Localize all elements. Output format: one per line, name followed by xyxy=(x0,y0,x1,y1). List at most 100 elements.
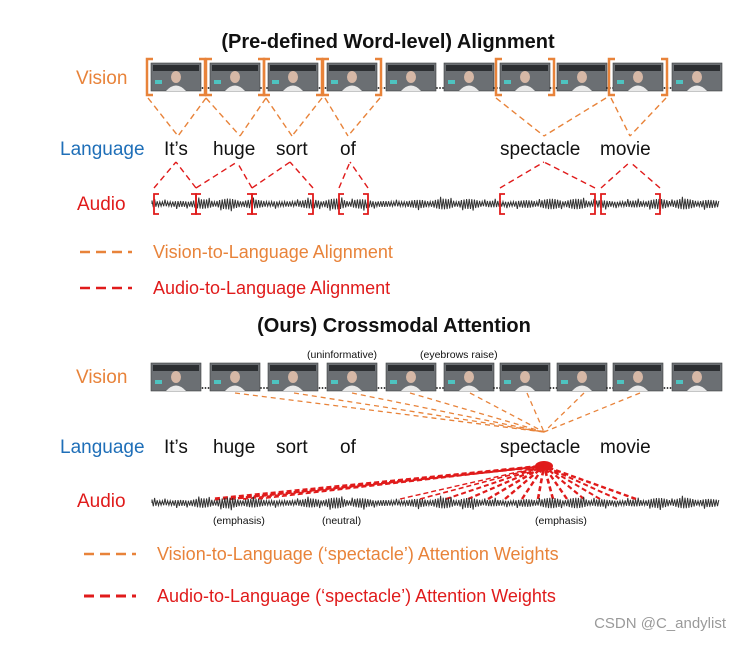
ellipsis-dot xyxy=(442,387,444,389)
frame-header-bar xyxy=(502,365,548,371)
ellipsis-dot xyxy=(260,87,262,89)
ellipsis-dot xyxy=(266,87,268,89)
person-shirt xyxy=(225,85,245,91)
audio-attention-line xyxy=(487,464,545,501)
person-head xyxy=(288,71,298,83)
video-frame xyxy=(443,62,495,92)
top-video-frames xyxy=(145,57,723,97)
audio-attention-line xyxy=(536,465,546,500)
ellipsis-dot xyxy=(436,387,438,389)
audio-alignment-line xyxy=(338,161,351,189)
person-shirt xyxy=(687,385,707,391)
ellipsis-dot xyxy=(260,387,262,389)
audio-bracket-left xyxy=(499,193,505,215)
person-head xyxy=(171,71,181,83)
person-head xyxy=(633,371,643,383)
frame-header-bar xyxy=(153,65,199,71)
bottom-word-huge: huge xyxy=(213,437,255,458)
vision-bracket-left xyxy=(607,57,615,97)
vision-alignment-line xyxy=(147,97,179,137)
top-word-of: of xyxy=(340,139,357,160)
vision-bracket-left xyxy=(321,57,329,97)
top-word-spectacle: spectacle xyxy=(500,139,580,160)
top-panel: (Pre-defined Word-level) Alignment Visio… xyxy=(60,31,723,298)
annotation-emphasis-1: (emphasis) xyxy=(213,515,265,527)
video-frame xyxy=(671,62,723,92)
ellipsis-dot xyxy=(377,387,380,389)
frame-logo-tag xyxy=(155,80,162,84)
ellipsis-dot xyxy=(383,87,386,89)
person-head xyxy=(406,371,416,383)
frame-logo-tag xyxy=(617,380,624,384)
bottom-legend-audio-text: Audio-to-Language (‘spectacle’) Attentio… xyxy=(157,586,556,606)
frame-logo-tag xyxy=(561,80,568,84)
audio-alignment-line xyxy=(499,161,545,189)
frame-header-bar xyxy=(559,65,605,71)
person-shirt xyxy=(166,85,186,91)
ellipsis-dot xyxy=(201,387,204,389)
top-audio-alignment-lines xyxy=(153,161,661,189)
ellipsis-dot xyxy=(663,87,666,89)
person-head xyxy=(230,371,240,383)
frame-logo-tag xyxy=(331,380,338,384)
video-frame xyxy=(326,362,378,392)
person-head xyxy=(406,71,416,83)
frame-header-bar xyxy=(559,365,605,371)
person-head xyxy=(347,71,357,83)
audio-bracket-right xyxy=(590,193,596,215)
audio-bracket-right xyxy=(655,193,661,215)
person-shirt xyxy=(572,385,592,391)
ellipsis-dot xyxy=(493,87,495,89)
top-legend: Vision-to-Language Alignment Audio-to-La… xyxy=(80,242,393,298)
audio-bracket-right xyxy=(308,193,314,215)
vision-attention-line xyxy=(543,392,585,433)
frame-header-bar xyxy=(212,365,258,371)
top-audio-waveform xyxy=(151,196,720,212)
annotation-emphasis-2: (emphasis) xyxy=(535,515,587,527)
frame-logo-tag xyxy=(617,80,624,84)
person-shirt xyxy=(515,385,535,391)
video-frame xyxy=(150,62,202,92)
bottom-audio-waveform xyxy=(151,495,720,511)
top-word-movie: movie xyxy=(600,139,651,160)
vision-alignment-line xyxy=(347,97,381,137)
vision-alignment-line xyxy=(291,97,323,137)
annotation-neutral: (neutral) xyxy=(322,515,361,527)
audio-attention-line xyxy=(521,465,545,500)
annotation-eyebrows-raise: (eyebrows raise) xyxy=(420,349,498,361)
audio-attention-line xyxy=(543,464,637,501)
audio-attention-line xyxy=(445,465,545,500)
audio-bracket-left xyxy=(338,193,344,215)
annotation-uninformative: (uninformative) xyxy=(307,349,377,361)
vision-bracket-left xyxy=(204,57,212,97)
frame-logo-tag xyxy=(504,80,511,84)
person-shirt xyxy=(225,385,245,391)
vision-alignment-line xyxy=(610,97,631,137)
frame-logo-tag xyxy=(331,80,338,84)
ellipsis-dot xyxy=(496,387,498,389)
ellipsis-dot xyxy=(552,387,555,389)
frame-logo-tag xyxy=(390,380,397,384)
video-frame xyxy=(150,362,202,392)
audio-bracket-right xyxy=(363,193,369,215)
frame-header-bar xyxy=(388,65,434,71)
ellipsis-dot xyxy=(318,87,321,89)
ellipsis-dot xyxy=(606,87,608,89)
bottom-legend: Vision-to-Language (‘spectacle’) Attenti… xyxy=(84,544,559,606)
person-shirt xyxy=(401,85,421,91)
person-head xyxy=(347,371,357,383)
ellipsis-dot xyxy=(669,387,672,389)
ellipsis-dot xyxy=(669,87,672,89)
person-shirt xyxy=(283,85,303,91)
frame-logo-tag xyxy=(155,380,162,384)
frame-logo-tag xyxy=(676,380,683,384)
top-vision-alignment-lines xyxy=(147,97,667,137)
audio-attention-line xyxy=(229,464,545,501)
person-shirt xyxy=(572,85,592,91)
ellipsis-dot xyxy=(263,387,265,389)
frame-header-bar xyxy=(615,365,661,371)
vision-attention-line xyxy=(351,392,545,433)
frame-header-bar xyxy=(502,65,548,71)
audio-bracket-left xyxy=(195,193,201,215)
audio-alignment-line xyxy=(236,161,253,189)
